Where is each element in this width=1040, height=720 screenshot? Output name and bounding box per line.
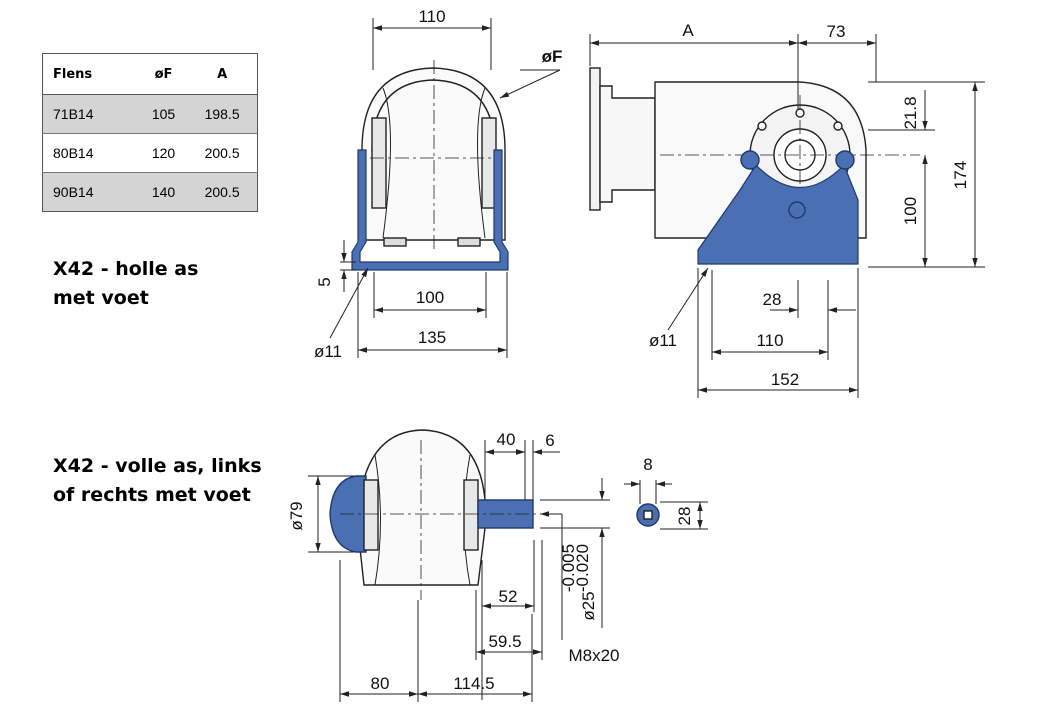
dim-tol-upper: -0.005 bbox=[559, 544, 578, 592]
flange-hole bbox=[833, 121, 843, 131]
dim-base-height: 5 bbox=[315, 277, 334, 286]
dim-length-a: A bbox=[682, 21, 694, 40]
bolt bbox=[457, 237, 481, 247]
key-slot bbox=[643, 510, 653, 520]
dim-shaft-dia: ø25 bbox=[579, 591, 598, 620]
cell-of: 120 bbox=[139, 133, 188, 173]
cell-a: 198.5 bbox=[187, 94, 258, 134]
dim-len-59-5: 59.5 bbox=[488, 632, 521, 651]
dim-side-hole-dia: ø11 bbox=[649, 331, 677, 350]
cell-flens: 90B14 bbox=[42, 172, 140, 212]
cell-a: 200.5 bbox=[187, 172, 258, 212]
dim-foot-length: 152 bbox=[771, 370, 799, 389]
cell-a: 200.5 bbox=[187, 133, 258, 173]
solid-shaft-view bbox=[329, 429, 660, 600]
dim-key-height: 28 bbox=[675, 507, 694, 526]
foot-bolt bbox=[740, 150, 760, 170]
caption-line: of rechts met voet bbox=[53, 484, 251, 506]
caption-line: X42 - holle as bbox=[53, 258, 199, 280]
dim-overall-height: 174 bbox=[951, 161, 970, 189]
dim-body-dia: ø79 bbox=[287, 501, 306, 530]
dim-key-offset: 28 bbox=[763, 290, 782, 309]
caption-line: met voet bbox=[53, 287, 149, 309]
dim-foot-holes: 110 bbox=[756, 331, 783, 350]
dim-hole-dia: ø11 bbox=[314, 342, 342, 361]
housing-inner-arc bbox=[371, 79, 496, 153]
caption-line: X42 - volle as, links bbox=[53, 455, 262, 477]
dimensions-table: Flens øF A 71B14 105 198.5 80B14 120 200… bbox=[42, 53, 258, 212]
dim-tol-lower: -0.020 bbox=[573, 544, 592, 592]
dim-len-52: 52 bbox=[499, 587, 518, 606]
dim-shaft-height: 100 bbox=[901, 197, 920, 225]
side-view bbox=[589, 67, 920, 265]
dim-right-offset: 73 bbox=[827, 22, 846, 41]
bolt bbox=[383, 237, 407, 247]
header-a: A bbox=[187, 53, 258, 95]
cell-flens: 71B14 bbox=[42, 94, 140, 134]
dim-thread: M8x20 bbox=[568, 646, 619, 665]
dim-key-width: 8 bbox=[643, 455, 652, 474]
dim-right-len: 114.5 bbox=[453, 674, 494, 693]
side-view-dimensions bbox=[589, 34, 985, 398]
bearing-right bbox=[463, 479, 479, 551]
cell-flens: 80B14 bbox=[42, 133, 140, 173]
mounting-foot bbox=[351, 149, 509, 271]
flange-adapter bbox=[599, 85, 656, 203]
caption-solid-shaft: X42 - volle as, links of rechts met voet bbox=[53, 452, 262, 510]
dim-chamfer: 6 bbox=[545, 431, 554, 450]
housing-shading bbox=[382, 87, 486, 239]
front-view-dimensions bbox=[329, 18, 561, 358]
bearing-left bbox=[363, 479, 379, 551]
gear-housing bbox=[361, 67, 506, 241]
dim-left-len: 80 bbox=[371, 674, 390, 693]
motor-flange bbox=[589, 67, 601, 211]
table-row: 90B14 140 200.5 bbox=[42, 172, 258, 212]
cell-of: 105 bbox=[139, 94, 188, 134]
cell-of: 140 bbox=[139, 172, 188, 212]
solid-view-dimensions bbox=[308, 440, 708, 702]
table-row: 80B14 120 200.5 bbox=[42, 133, 258, 173]
front-view bbox=[351, 60, 509, 271]
table-row: 71B14 105 198.5 bbox=[42, 94, 258, 134]
dim-shaft-len: 40 bbox=[497, 430, 516, 449]
flange-hole bbox=[757, 121, 767, 131]
dim-top-width: 110 bbox=[418, 7, 445, 26]
dim-outer-width: 135 bbox=[418, 328, 446, 347]
dim-flange-dia: øF bbox=[542, 47, 563, 66]
bearing-left bbox=[371, 117, 387, 209]
foot-bolt bbox=[835, 150, 855, 170]
caption-hollow-shaft: X42 - holle as met voet bbox=[53, 255, 198, 313]
foot-bolt bbox=[788, 201, 806, 219]
dim-offset-top: 21.8 bbox=[901, 96, 920, 129]
flange-hole bbox=[795, 108, 805, 118]
dim-inner-width: 100 bbox=[416, 288, 444, 307]
